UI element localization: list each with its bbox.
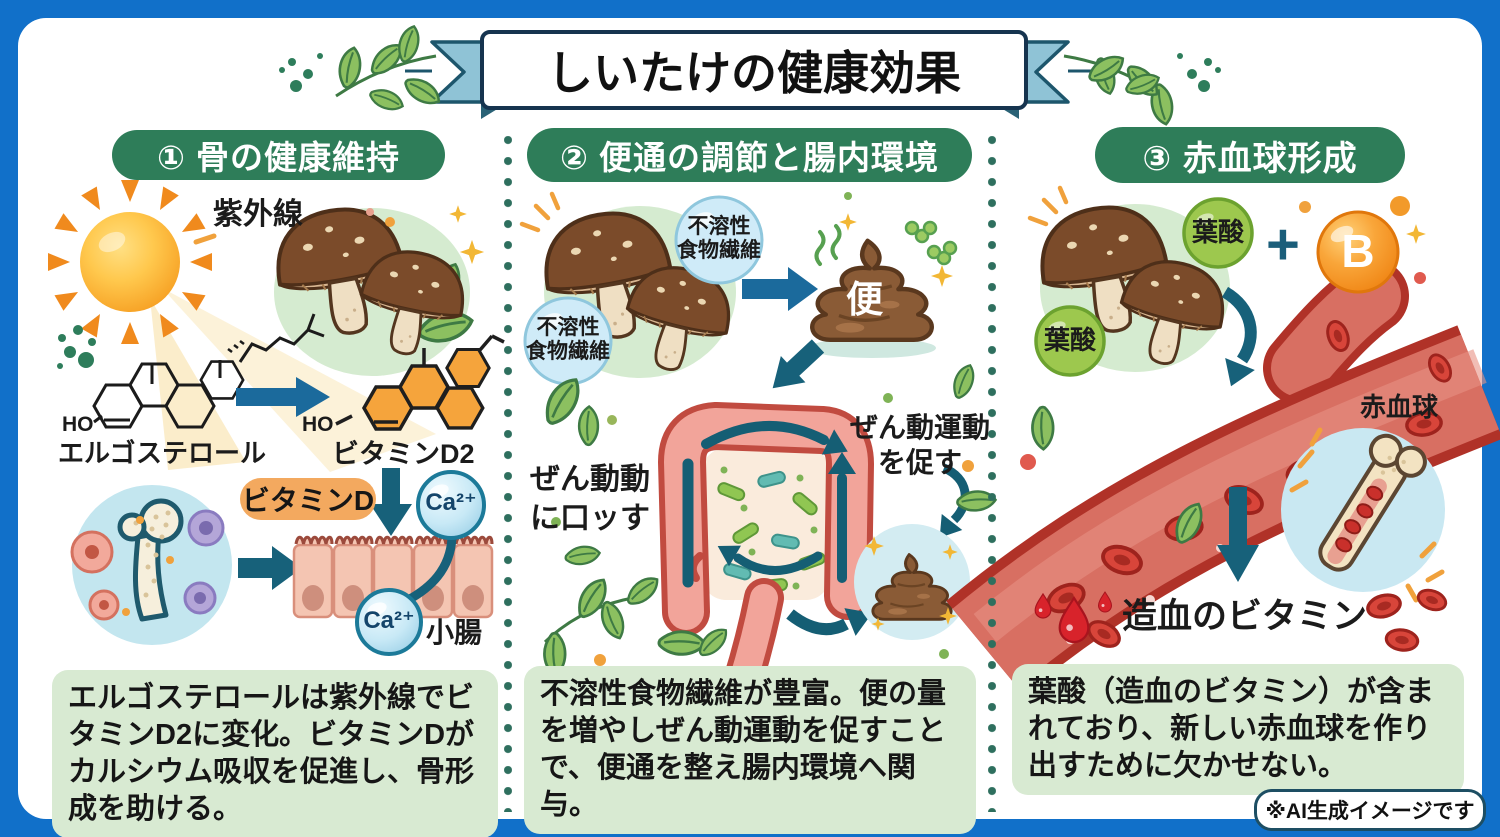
red-dot [1020,454,1036,470]
title-dot-cluster-right [1177,53,1221,92]
ho-label-vitamind2: HO [302,413,334,436]
arrowhead-to-vessel [1225,358,1255,387]
ai-disclaimer: ※AI生成イメージです [1254,789,1486,831]
hematopoietic-label: 造血のビタミン [1122,597,1368,636]
title-leaf-branch-left [327,23,443,120]
ergosterol-structure [92,313,325,429]
sparkle-lines [519,191,561,233]
gas-squiggles [814,224,842,266]
column-divider-1 [504,136,512,812]
vitamin-d-badge: ビタミンD [240,478,376,520]
header-gut-health: ② 便通の調節と腸内環境 [527,128,972,182]
fiber-bubble-top [674,195,764,285]
vitamin-b-label: B [1341,225,1375,277]
folate-label-top: 葉酸 [1191,217,1244,247]
stool-label: 便 [846,279,883,320]
vitamin-b-circle [1299,196,1426,294]
bacteria-clusters [839,213,958,287]
peristalsis-note-right: ぜん動運動 を促す [850,412,991,478]
bone-marrow-circle [1281,427,1445,603]
fiber-label-bottom: 不溶性 食物繊維 [526,316,610,364]
plus-sign: + [1266,212,1300,277]
peristalsis-arrows [682,421,856,588]
arrow-down-hematopoietic [1217,487,1259,582]
arrow-right-stool [742,267,818,311]
peristalsis-note-left: ぜん動動 に口ッす [530,463,650,535]
title-dot-cluster-left [279,53,323,92]
arrow-right-bone [238,546,302,590]
gut-description: 不溶性食物繊維が豊富。便の量を増やしぜん動運動を促すことで、便通を整え腸内環境へ… [524,666,976,835]
ho-label-ergosterol: HO [62,413,94,436]
vitamin-d2-structure [335,334,505,431]
folate-circle-top [1182,197,1254,269]
blood-vessel [946,259,1500,696]
arrow-right-structure [236,377,330,417]
folate-label-bottom: 葉酸 [1043,325,1096,355]
page-title: しいたけの健康効果 [480,30,1028,110]
emphasis-dashes [1289,427,1445,603]
folate-circle-bottom [1034,305,1106,377]
arrowhead-promote [939,513,963,538]
arrow-curved-to-vessel [1221,286,1257,364]
header-blood-health: ③ 赤血球形成 [1095,127,1405,183]
calcium-ion-bottom [355,588,423,656]
stool-icon [808,241,936,358]
calcium-label-top: Ca²⁺ [425,489,477,516]
header-bone-health: ① 骨の健康維持 [112,130,445,180]
fiber-label-top: 不溶性 食物繊維 [677,215,761,263]
arrow-bottom-to-stool [786,609,849,636]
bone-description: エルゴステロールは紫外線でビタミンD2に変化。ビタミンDがカルシウム吸収を促進し… [52,670,498,837]
small-intestine-label: 小腸 [426,617,483,648]
calcium-label-bottom: Ca²⁺ [363,607,415,634]
arrow-down-vitamin-d [370,468,412,536]
leaf-decorations-gut [533,192,998,678]
healthy-stool-circle [854,524,970,640]
title-leaf-branch-right [1063,46,1185,127]
arrow-curved-calcium [405,537,457,604]
blood-description: 葉酸（造血のビタミン）が含まれており、新しい赤血球を作り出すために欠かせない。 [1012,664,1464,796]
arrow-curved-promote [941,463,970,524]
rbc-trio [1363,585,1450,654]
ergosterol-label: エルゴステロール [58,438,267,468]
shiitake-mushrooms-bone [266,198,485,376]
uv-label: 紫外線 [213,198,303,231]
arrow-down-left-to-intestine [772,339,825,389]
vitamin-d2-label: ビタミンD2 [332,439,475,469]
column-divider-2 [988,136,996,812]
rbc-label: 赤血球 [1360,392,1439,422]
dot-cluster [57,325,96,369]
bone-cell-circle [70,485,232,645]
sparkle-lines-blood [1027,185,1069,227]
calcium-ion-top [416,470,486,540]
